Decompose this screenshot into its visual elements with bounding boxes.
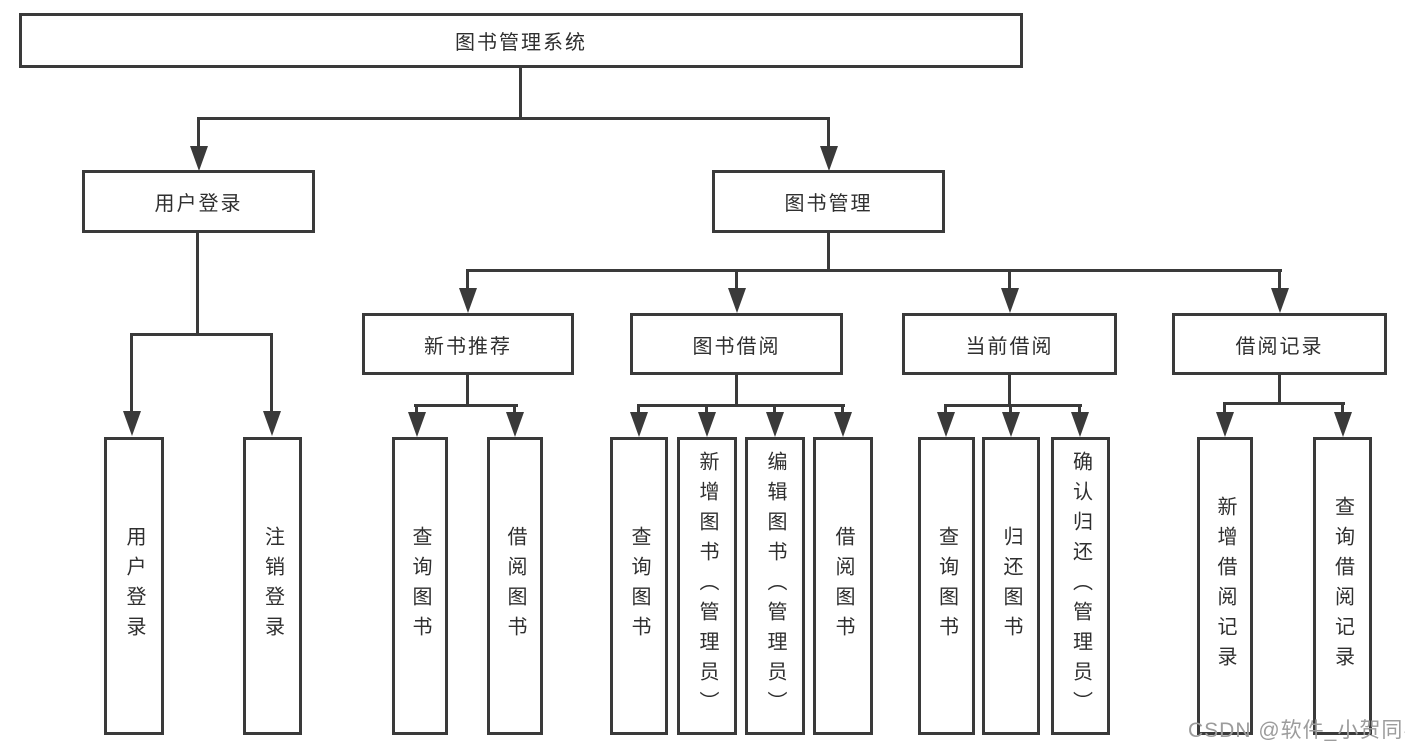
connector — [1078, 404, 1081, 414]
arrow-down-icon — [820, 146, 838, 171]
csdn-watermark: CSDN @软件_小贺同学 — [1188, 719, 1405, 742]
connector — [415, 404, 418, 414]
arrow-down-icon — [190, 146, 208, 171]
arrow-down-icon — [698, 412, 716, 437]
node-borrow-records: 借阅记录 — [1172, 313, 1387, 375]
connector — [130, 333, 273, 336]
arrow-down-icon — [834, 412, 852, 437]
node-book-management: 图书管理 — [712, 170, 945, 233]
connector — [414, 404, 518, 407]
arrow-down-icon — [459, 288, 477, 313]
connector — [1009, 404, 1012, 414]
connector — [197, 117, 200, 149]
leaf-borrow-books-recommend: 借阅图书 — [487, 437, 543, 735]
leaf-confirm-return-admin: 确认归还（管理员） — [1051, 437, 1110, 735]
connector — [773, 404, 776, 414]
arrow-down-icon — [1334, 412, 1352, 437]
leaf-borrow-books: 借阅图书 — [813, 437, 873, 735]
arrow-down-icon — [728, 288, 746, 313]
connector — [197, 117, 830, 120]
arrow-down-icon — [630, 412, 648, 437]
connector — [1008, 375, 1011, 407]
connector — [466, 375, 469, 407]
connector — [466, 269, 469, 291]
connector — [637, 404, 640, 414]
connector — [841, 404, 844, 414]
arrow-down-icon — [937, 412, 955, 437]
arrow-down-icon — [123, 411, 141, 436]
connector — [735, 375, 738, 407]
connector — [1341, 402, 1344, 414]
leaf-query-books-borrow: 查询图书 — [610, 437, 668, 735]
arrow-down-icon — [506, 412, 524, 437]
connector — [1223, 402, 1345, 405]
connector — [705, 404, 708, 414]
node-new-book-recommend: 新书推荐 — [362, 313, 574, 375]
node-current-borrow: 当前借阅 — [902, 313, 1117, 375]
connector — [1223, 402, 1226, 414]
arrow-down-icon — [408, 412, 426, 437]
leaf-user-login: 用户登录 — [104, 437, 164, 735]
connector — [1278, 375, 1281, 405]
arrow-down-icon — [1216, 412, 1234, 437]
arrow-down-icon — [1001, 288, 1019, 313]
arrow-down-icon — [263, 411, 281, 436]
leaf-edit-books-admin: 编辑图书（管理员） — [745, 437, 805, 735]
arrow-down-icon — [1002, 412, 1020, 437]
leaf-query-books-recommend: 查询图书 — [392, 437, 448, 735]
connector — [637, 404, 845, 407]
node-root-system: 图书管理系统 — [19, 13, 1023, 68]
connector — [130, 333, 133, 413]
connector — [827, 233, 830, 272]
connector — [513, 404, 516, 414]
node-user-login: 用户登录 — [82, 170, 315, 233]
connector — [270, 333, 273, 413]
connector — [944, 404, 1082, 407]
arrow-down-icon — [1271, 288, 1289, 313]
connector — [735, 269, 738, 291]
connector — [944, 404, 947, 414]
arrow-down-icon — [766, 412, 784, 437]
leaf-return-books: 归还图书 — [982, 437, 1040, 735]
arrow-down-icon — [1071, 412, 1089, 437]
node-book-borrow: 图书借阅 — [630, 313, 843, 375]
connector — [519, 68, 522, 119]
leaf-logout: 注销登录 — [243, 437, 302, 735]
connector — [1278, 269, 1281, 291]
leaf-query-borrow-record: 查询借阅记录 — [1313, 437, 1372, 735]
connector — [466, 269, 1282, 272]
leaf-add-borrow-record: 新增借阅记录 — [1197, 437, 1253, 735]
connector — [827, 117, 830, 149]
leaf-query-books-current: 查询图书 — [918, 437, 975, 735]
connector — [1008, 269, 1011, 291]
leaf-add-books-admin: 新增图书（管理员） — [677, 437, 737, 735]
connector — [196, 233, 199, 336]
